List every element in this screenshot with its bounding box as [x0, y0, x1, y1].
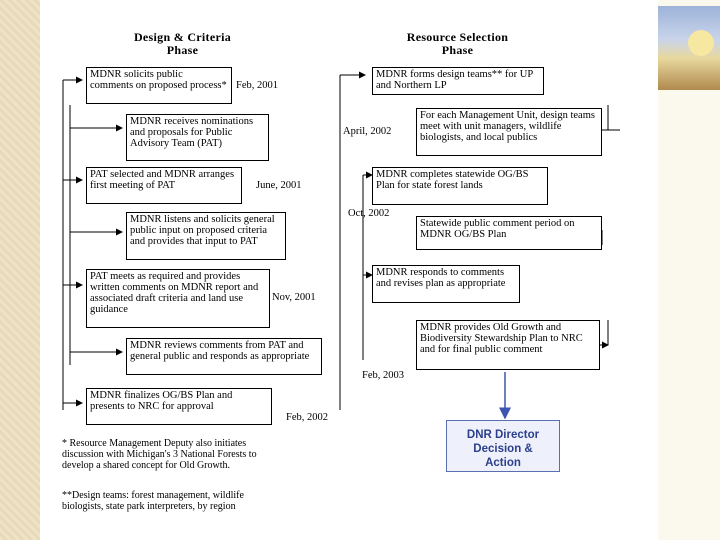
dnr-director-decision-box: DNR Director Decision & Action: [446, 420, 560, 472]
left-step-1: MDNR solicits public comments on propose…: [86, 67, 232, 104]
date-feb-2001: Feb, 2001: [236, 80, 278, 91]
footnote-design-teams: **Design teams: forest management, wildl…: [62, 490, 244, 512]
flowchart-slide: Design & Criteria Phase Resource Selecti…: [40, 0, 658, 540]
date-jun-2001: June, 2001: [256, 180, 302, 191]
left-step-5: PAT meets as required and provides writt…: [86, 269, 270, 328]
left-step-4: MDNR listens and solicits general public…: [126, 212, 286, 260]
footnote-resource-deputy: * Resource Management Deputy also initia…: [62, 438, 257, 471]
decorative-landscape-image: [658, 6, 720, 90]
right-step-3: MDNR completes statewide OG/BS Plan for …: [372, 167, 548, 205]
date-feb-2002: Feb, 2002: [286, 412, 328, 423]
left-step-2: MDNR receives nominations and proposals …: [126, 114, 269, 161]
right-step-1: MDNR forms design teams** for UP and Nor…: [372, 67, 544, 95]
left-step-6: MDNR reviews comments from PAT and gener…: [126, 338, 322, 375]
left-step-3: PAT selected and MDNR arranges first mee…: [86, 167, 242, 204]
right-step-4: Statewide public comment period on MDNR …: [416, 216, 602, 250]
date-feb-2003: Feb, 2003: [362, 370, 404, 381]
right-step-2: For each Management Unit, design teams m…: [416, 108, 602, 156]
date-apr-2002: April, 2002: [343, 126, 392, 137]
left-step-7: MDNR finalizes OG/BS Plan and presents t…: [86, 388, 272, 425]
decorative-sidebar: [0, 0, 40, 540]
design-criteria-phase-title: Design & Criteria Phase: [133, 30, 232, 57]
right-step-6: MDNR provides Old Growth and Biodiversit…: [416, 320, 600, 370]
date-oct-2002: Oct, 2002: [348, 208, 390, 219]
resource-selection-phase-title: Resource Selection Phase: [406, 30, 509, 57]
right-step-5: MDNR responds to comments and revises pl…: [372, 265, 520, 303]
date-nov-2001: Nov, 2001: [272, 292, 316, 303]
